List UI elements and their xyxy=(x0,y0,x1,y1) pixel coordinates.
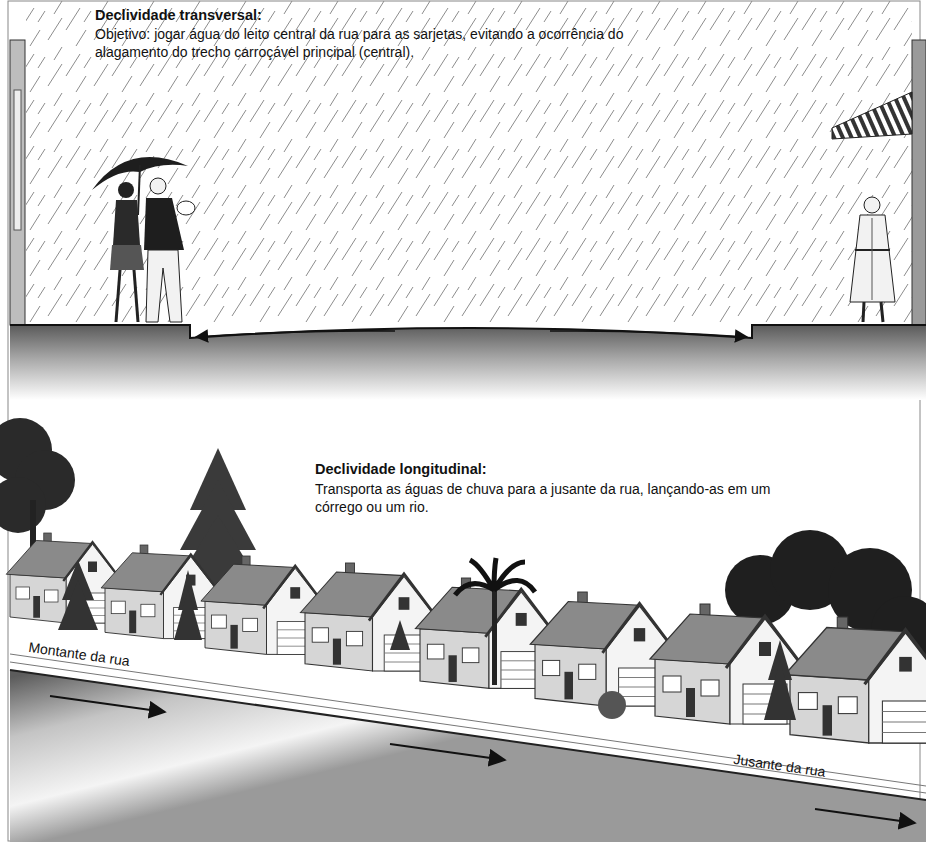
person-head xyxy=(150,178,166,194)
street-surface xyxy=(10,325,926,338)
house xyxy=(101,545,221,639)
conifer xyxy=(58,580,98,630)
coat-seam xyxy=(872,218,873,300)
flow-arrow xyxy=(550,331,747,337)
person-head xyxy=(864,197,880,213)
section-heading: Declividade transversal: xyxy=(95,6,495,25)
shrub xyxy=(598,691,626,719)
street-label: Jusante da rua xyxy=(732,750,926,796)
person-head xyxy=(118,182,134,198)
building-window xyxy=(14,90,21,230)
road-edge xyxy=(10,670,926,800)
flow-arrow xyxy=(390,744,505,760)
conifer xyxy=(390,620,410,650)
person-leg xyxy=(881,302,883,322)
street-label: Montante da rua xyxy=(27,638,228,684)
person-bag xyxy=(177,201,195,215)
house xyxy=(301,563,440,671)
conifer xyxy=(764,660,796,720)
person-skirt xyxy=(110,245,144,270)
building-wall xyxy=(912,40,926,325)
description-text: Objetivo: jogar água do leito central da… xyxy=(95,25,655,61)
street-section xyxy=(10,325,926,400)
house xyxy=(650,604,804,724)
umbrella-handle xyxy=(138,165,140,215)
awning xyxy=(832,92,912,139)
person-trousers xyxy=(146,250,182,322)
person-leg xyxy=(116,270,120,322)
palm-trunk xyxy=(492,590,497,685)
person-body xyxy=(113,200,140,245)
flow-arrow xyxy=(815,809,915,823)
rain xyxy=(26,0,912,322)
flow-arrow xyxy=(50,696,165,712)
palm-fronds xyxy=(455,558,535,595)
tree-crown xyxy=(0,477,46,533)
house xyxy=(785,617,926,743)
house xyxy=(6,533,122,623)
conifer xyxy=(174,590,202,640)
trench-coat xyxy=(850,215,895,302)
person-leg xyxy=(863,302,864,322)
person-leg xyxy=(134,270,138,322)
section-heading: Declividade longitudinal: xyxy=(315,460,715,479)
flow-arrow xyxy=(196,331,395,337)
road xyxy=(10,670,926,842)
building-wall xyxy=(10,40,25,325)
description-text: Transporta as águas de chuva para a jusa… xyxy=(315,480,775,516)
